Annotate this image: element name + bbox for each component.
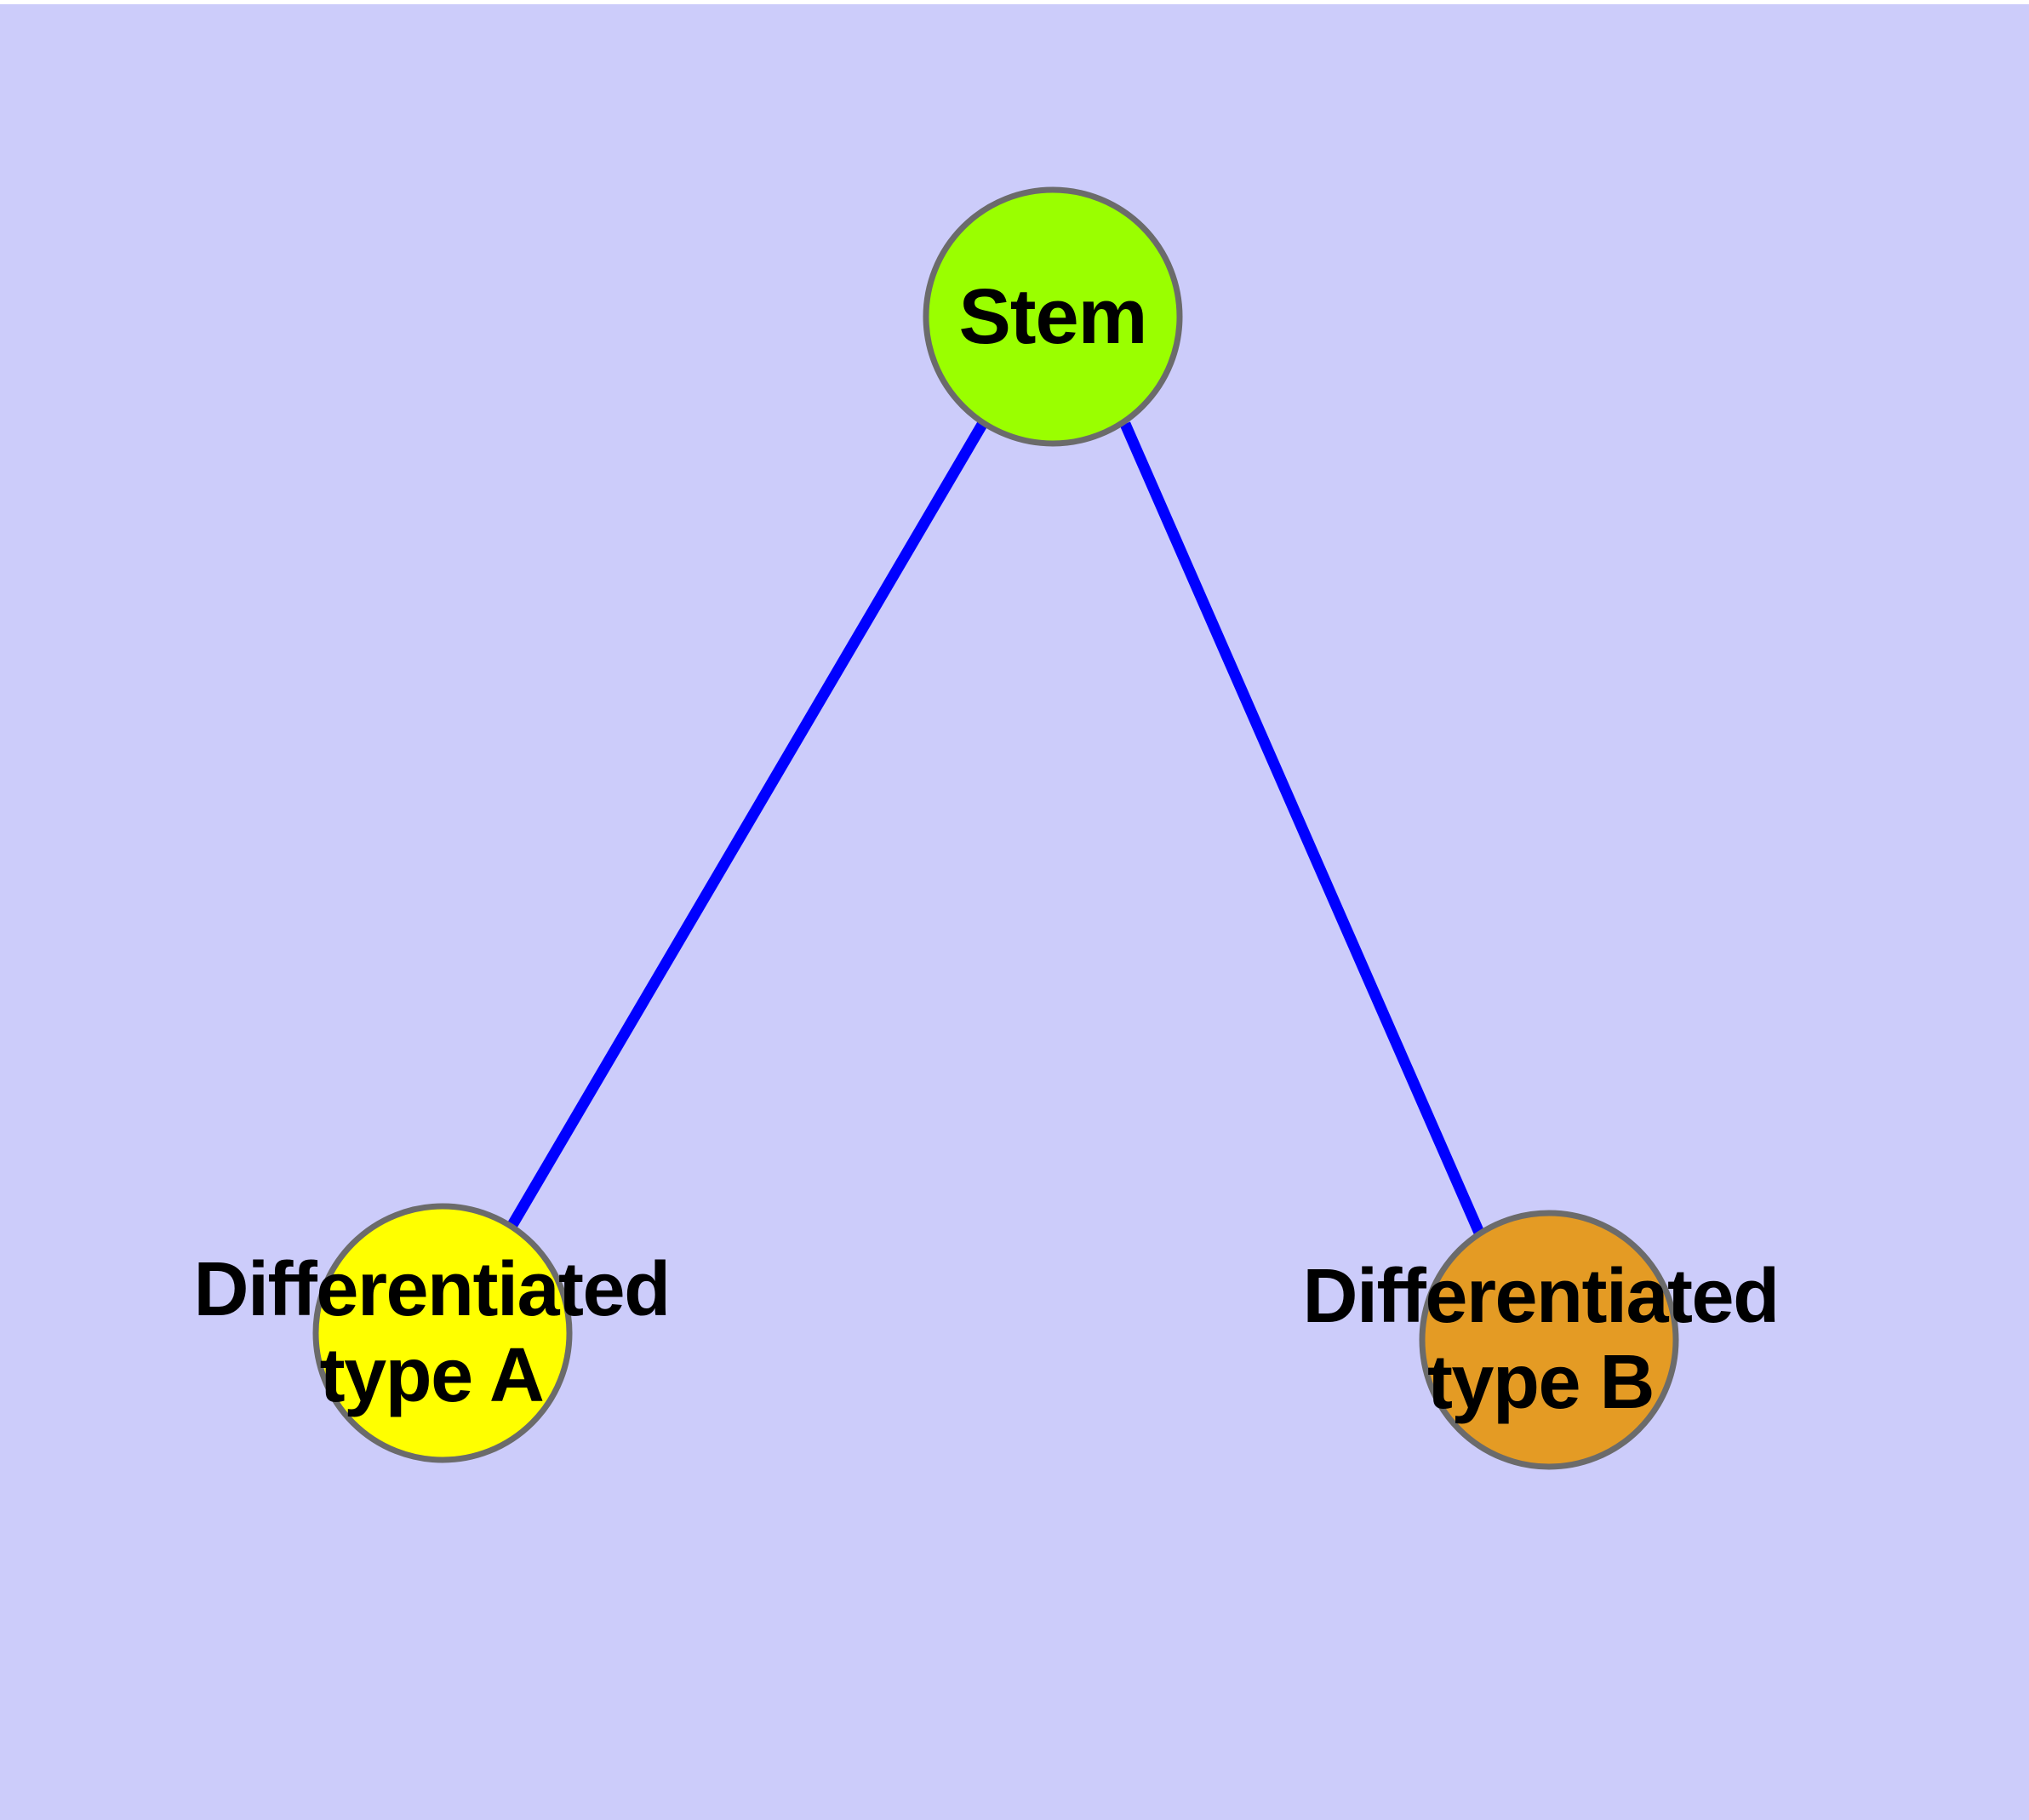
node-differentiated-type-a[interactable] <box>312 1203 573 1463</box>
node-differentiated-type-b[interactable] <box>1419 1210 1679 1470</box>
edge-stem-to-diff-b <box>1120 421 1484 1235</box>
edge-layer <box>507 420 1484 1235</box>
edge-stem-to-diff-a <box>507 420 988 1228</box>
node-layer <box>312 186 1679 1470</box>
node-stem[interactable] <box>923 186 1183 447</box>
graph-svg <box>312 186 1679 1470</box>
